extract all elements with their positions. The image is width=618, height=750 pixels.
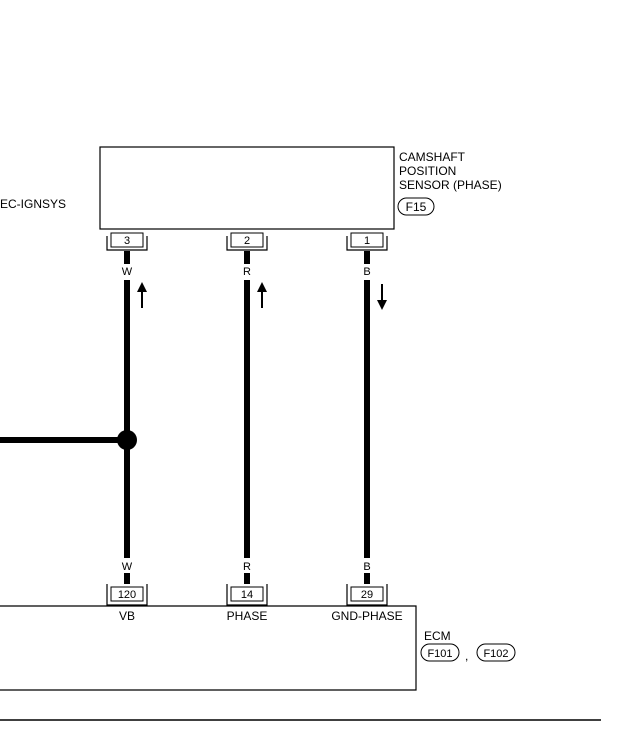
ecm-connector-label-1: F101	[427, 648, 452, 660]
wire-color-bottom: W	[122, 561, 133, 573]
sensor-pin-box	[230, 232, 264, 248]
sensor-pin-box	[350, 232, 384, 248]
wire-segment	[244, 280, 250, 558]
wire-stub-bottom	[124, 573, 130, 584]
ecm-pin-number: 14	[241, 589, 253, 601]
reference-label: EC-IGNSYS	[0, 197, 66, 211]
sensor-pin-number: 2	[244, 235, 250, 247]
ecm-pin-number: 29	[361, 589, 373, 601]
wire-stub-top	[244, 251, 250, 264]
ecm-box	[0, 605, 417, 691]
wire-stub-top	[124, 251, 130, 264]
arrow-down-icon	[377, 284, 387, 310]
sensor-box	[99, 146, 395, 230]
wire-stub-bottom	[364, 573, 370, 584]
wire-segment	[124, 280, 130, 558]
ecm-pin-bracket	[346, 584, 388, 606]
wire-stub-top	[364, 251, 370, 264]
ecm-pin-box	[350, 586, 384, 602]
ecm-connector-label-2: F102	[483, 648, 508, 660]
wire-gnd-phase: 1 B B 29 GND-PHASE	[331, 232, 403, 623]
arrow-up-icon	[257, 282, 267, 308]
ecm-pin-label: VB	[119, 609, 135, 623]
sensor-connector-tag: F15	[397, 197, 435, 216]
wire-stub-bottom	[244, 573, 250, 584]
sensor-pin-bracket	[346, 236, 388, 251]
ecm-pin-label: PHASE	[227, 609, 268, 623]
ecm-name: ECM	[424, 629, 451, 643]
ecm-pin-number: 120	[118, 589, 136, 601]
sensor-name-line-2: POSITION	[399, 164, 456, 178]
wire-color-top: W	[122, 266, 133, 278]
ecm-pin-bracket	[226, 584, 268, 606]
sensor-pin-number: 1	[364, 235, 370, 247]
wire-color-top: B	[363, 266, 370, 278]
arrow-up-icon	[137, 282, 147, 308]
ecm-pin-box	[230, 586, 264, 602]
wire-phase: 2 R R 14 PHASE	[226, 232, 268, 623]
sensor-pin-bracket	[106, 236, 148, 251]
wire-color-bottom: R	[243, 561, 251, 573]
sensor-pin-box	[110, 232, 144, 248]
ecm-pin-bracket	[106, 584, 148, 606]
wire-color-top: R	[243, 266, 251, 278]
ecm-pin-label: GND-PHASE	[331, 609, 402, 623]
wire-vb: 3 W W 120 VB	[106, 232, 148, 623]
sensor-name-line-1: CAMSHAFT	[399, 150, 466, 164]
sensor-name-line-3: SENSOR (PHASE)	[399, 178, 502, 192]
sensor-connector-label: F15	[406, 200, 427, 214]
sensor-pin-number: 3	[124, 235, 130, 247]
ecm-connector-tag-2: F102	[476, 643, 516, 662]
ecm-connector-tag-1: F101	[420, 643, 460, 662]
ecm-pin-box	[110, 586, 144, 602]
wire-color-bottom: B	[363, 561, 370, 573]
sensor-pin-bracket	[226, 236, 268, 251]
ecm-connector-separator: ,	[465, 649, 468, 663]
wire-segment	[364, 280, 370, 558]
